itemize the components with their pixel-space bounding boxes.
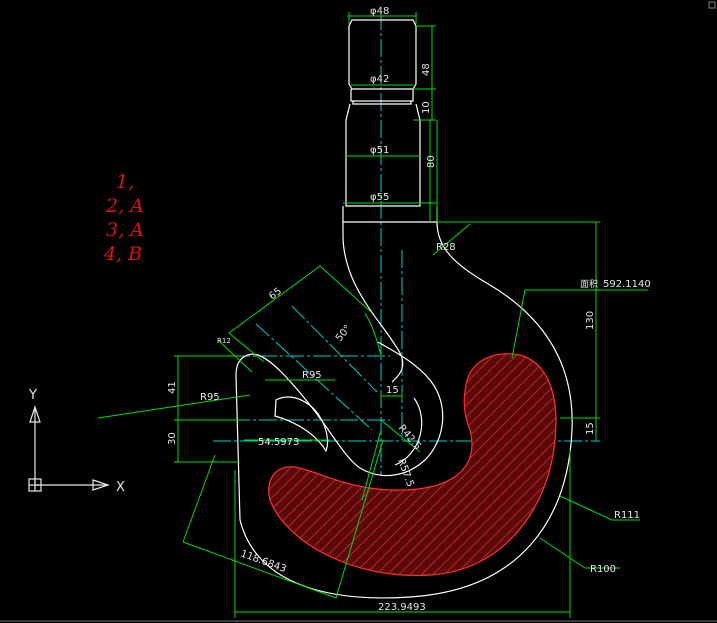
- dim-r95-inner: R95: [302, 370, 322, 381]
- ucs-y-label: Y: [28, 388, 37, 403]
- dim-v30: 30: [167, 432, 178, 445]
- hook-section-hatch: [268, 353, 557, 577]
- dim-r28: R28: [436, 242, 456, 253]
- dim-area: 592.1140: [603, 279, 651, 290]
- dim-d65: 65: [267, 286, 284, 302]
- note-3: 3, A: [106, 219, 144, 241]
- dim-width-total: 223.9493: [378, 602, 426, 613]
- hook-shank: [342, 19, 438, 223]
- dim-h130: 130: [585, 311, 596, 330]
- notes-list: 1, 2, A 3, A 4, B: [103, 171, 144, 265]
- dim-d54: 54.5973: [258, 437, 299, 448]
- dim-area-prefix: 面积: [580, 278, 598, 290]
- dim-phi51: φ51: [370, 145, 389, 156]
- dim-r95-left: R95: [200, 392, 220, 403]
- dim-h48: 48: [421, 63, 432, 76]
- ucs-x-label: X: [116, 480, 125, 495]
- dim-phi42: φ42: [370, 74, 389, 85]
- note-2: 2, A: [105, 195, 144, 217]
- window-corner-marker: [708, 1, 716, 9]
- dim-d15: 15: [386, 385, 399, 396]
- dim-v41: 41: [167, 381, 178, 394]
- dim-angle50: 50°: [334, 323, 354, 344]
- dim-h15-right: 15: [585, 422, 596, 435]
- dim-r12: R12: [217, 337, 231, 345]
- dim-r57-5: R57.5: [395, 457, 415, 488]
- dim-h80: 80: [426, 155, 437, 168]
- dimension-lines: [97, 12, 648, 618]
- ucs-icon: [28, 405, 110, 492]
- dim-h10: 10: [421, 101, 432, 114]
- note-1: 1,: [116, 171, 134, 193]
- dim-phi55: φ55: [370, 192, 389, 203]
- dim-r100: R100: [590, 564, 616, 575]
- note-4: 4, B: [103, 243, 142, 265]
- dim-phi48: φ48: [370, 6, 389, 17]
- dim-r111: R111: [614, 510, 640, 521]
- hook-body-outline: [235, 221, 573, 599]
